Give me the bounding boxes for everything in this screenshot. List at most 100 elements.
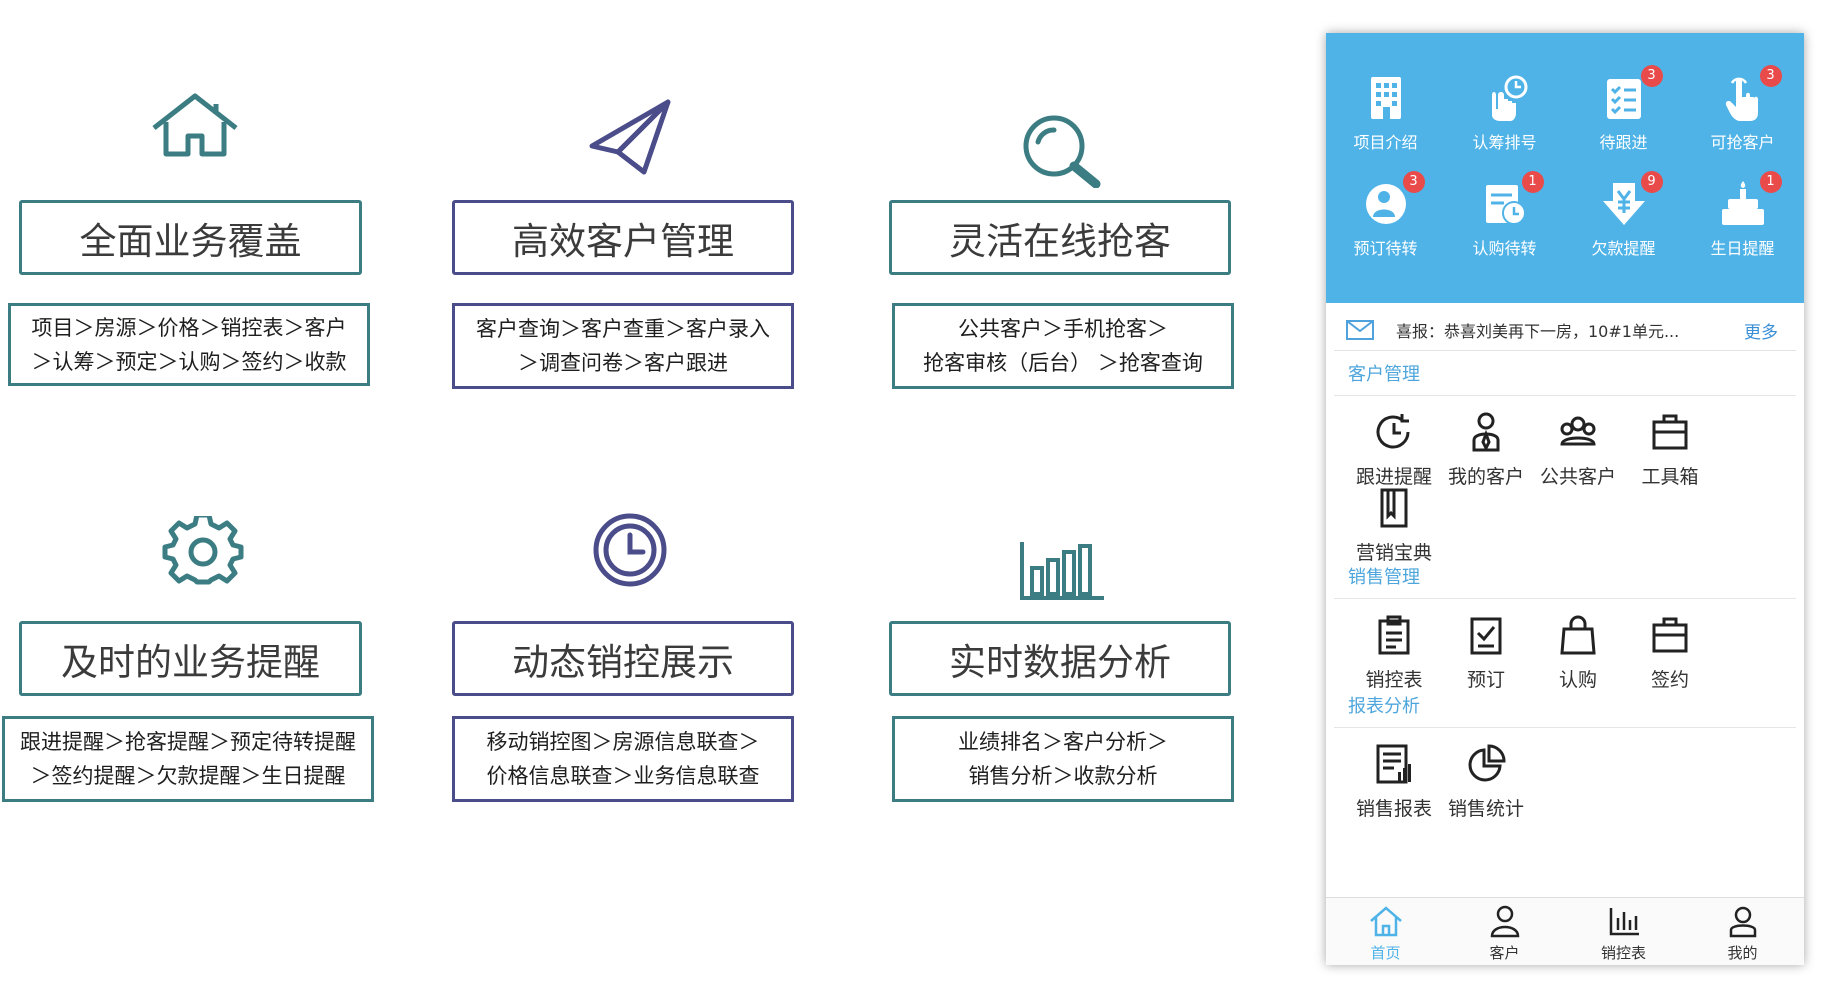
desc-line: 销售分析＞收款分析 (968, 764, 1158, 788)
gear-icon (162, 516, 244, 585)
menu-item-label: 销控表 (1365, 669, 1423, 691)
user-nav-icon (1490, 905, 1519, 938)
feature-desc-sales-control: 移动销控图＞房源信息联查＞ 价格信息联查＞业务信息联查 (452, 716, 794, 802)
desc-line: ＞认筹＞预定＞认购＞签约＞收款 (31, 349, 347, 374)
nav-sales-control[interactable]: 销控表 (1564, 904, 1683, 963)
quick-item-project-intro[interactable]: 项目介绍 (1326, 73, 1445, 153)
news-text: 喜报：恭喜刘美再下一房，10#1单元... (1396, 322, 1680, 341)
quick-item-label: 可抢客户 (1710, 133, 1775, 152)
book-icon (1380, 488, 1408, 528)
notification-badge: 3 (1759, 65, 1782, 87)
nav-label: 首页 (1370, 944, 1401, 962)
menu-item-sales-control-table[interactable]: 销控表 (1340, 613, 1448, 692)
desc-line: 业绩排名＞客户分析＞ (958, 730, 1168, 754)
phone-mockup: 项目介绍 认筹排号 3 待跟进 3 可抢客户 3 预订待转 1 认购待转 (1326, 33, 1804, 965)
toolbox-icon (1652, 414, 1688, 450)
nav-customers[interactable]: 客户 (1445, 904, 1564, 963)
chart-nav-icon (1609, 908, 1639, 936)
menu-item-toolbox[interactable]: 工具箱 (1616, 410, 1724, 489)
briefcase-icon (1652, 617, 1688, 653)
hand-clock-icon (1491, 75, 1527, 121)
paper-plane-icon (589, 99, 671, 175)
menu-item-contract[interactable]: 签约 (1616, 613, 1724, 692)
group-icon (1560, 416, 1596, 446)
menu-item-sales-report[interactable]: 销售报表 (1340, 742, 1448, 821)
quick-item-birthday-reminder[interactable]: 1 生日提醒 (1683, 171, 1802, 259)
report-icon (1376, 744, 1411, 784)
menu-item-reservation[interactable]: 预订 (1432, 613, 1540, 692)
shopping-bag-icon (1560, 615, 1596, 655)
nav-profile[interactable]: 我的 (1683, 904, 1802, 963)
notification-badge: 9 (1640, 171, 1663, 193)
menu-item-my-customers[interactable]: 我的客户 (1432, 410, 1540, 489)
divider (1334, 598, 1796, 599)
checkbox-doc-icon (1470, 617, 1502, 655)
person-icon (1472, 412, 1500, 452)
pie-chart-icon (1468, 744, 1506, 782)
quick-item-grabbable-customers[interactable]: 3 可抢客户 (1683, 65, 1802, 153)
cake-icon (1721, 181, 1764, 225)
divider (1334, 727, 1796, 728)
feature-title-sales-control: 动态销控展示 (452, 621, 794, 696)
more-link[interactable]: 更多 (1744, 322, 1778, 343)
menu-item-label: 签约 (1650, 669, 1689, 691)
clock-refresh-icon (1376, 414, 1410, 449)
feature-desc-reminder: 跟进提醒＞抢客提醒＞预定待转提醒 ＞签约提醒＞欠款提醒＞生日提醒 (2, 716, 374, 802)
quick-item-to-follow[interactable]: 3 待跟进 (1564, 65, 1683, 153)
menu-item-marketing-guide[interactable]: 营销宝典 (1340, 486, 1448, 565)
quick-item-label: 预订待转 (1353, 239, 1418, 258)
notification-badge: 1 (1759, 171, 1782, 193)
feature-desc-customer: 客户查询＞客户查重＞客户录入 ＞调查问卷＞客户跟进 (452, 303, 794, 389)
feature-title-reminder: 及时的业务提醒 (19, 621, 362, 696)
menu-item-sales-statistics[interactable]: 销售统计 (1432, 742, 1540, 821)
quick-item-label: 生日提醒 (1710, 239, 1775, 258)
clock-icon (593, 513, 667, 587)
profile-nav-icon (1729, 906, 1756, 938)
menu-item-label: 我的客户 (1447, 466, 1524, 488)
menu-item-label: 预订 (1466, 669, 1505, 691)
feature-desc-grab: 公共客户＞手机抢客＞ 抢客审核（后台） ＞抢客查询 (892, 303, 1234, 389)
bottom-nav: 首页 客户 销控表 我的 (1326, 897, 1804, 965)
doc-clock-icon (1485, 185, 1526, 225)
nav-label: 我的 (1727, 944, 1758, 962)
quick-item-reservation-pending[interactable]: 3 预订待转 (1326, 171, 1445, 259)
mail-icon (1346, 320, 1374, 340)
notification-badge: 3 (1640, 65, 1663, 87)
feature-title-grab: 灵活在线抢客 (889, 200, 1231, 275)
desc-line: ＞调查问卷＞客户跟进 (518, 351, 728, 375)
notification-badge: 3 (1402, 171, 1425, 193)
quick-item-queue-number[interactable]: 认筹排号 (1445, 73, 1564, 153)
quick-item-subscription-pending[interactable]: 1 认购待转 (1445, 171, 1564, 259)
nav-home[interactable]: 首页 (1326, 904, 1445, 963)
menu-item-follow-reminder[interactable]: 跟进提醒 (1340, 410, 1448, 489)
feature-title-coverage: 全面业务覆盖 (19, 200, 362, 275)
quick-item-label: 认购待转 (1472, 239, 1537, 258)
quick-item-arrears-reminder[interactable]: 9 欠款提醒 (1564, 171, 1683, 259)
menu-item-public-customers[interactable]: 公共客户 (1524, 410, 1632, 489)
nav-label: 销控表 (1600, 944, 1646, 962)
feature-desc-coverage: 项目＞房源＞价格＞销控表＞客户 ＞认筹＞预定＞认购＞签约＞收款 (8, 303, 370, 386)
desc-line: 公共客户＞手机抢客＞ (958, 317, 1168, 341)
phone-header: 项目介绍 认筹排号 3 待跟进 3 可抢客户 3 预订待转 1 认购待转 (1326, 33, 1804, 303)
menu-item-subscription[interactable]: 认购 (1524, 613, 1632, 692)
yen-arrow-icon (1602, 183, 1645, 225)
desc-line: ＞签约提醒＞欠款提醒＞生日提醒 (30, 764, 346, 788)
home-icon (152, 93, 238, 157)
feature-title-customer: 高效客户管理 (452, 200, 794, 275)
feature-title-analysis: 实时数据分析 (889, 621, 1231, 696)
quick-item-label: 项目介绍 (1353, 133, 1418, 152)
news-ticker[interactable]: 喜报：恭喜刘美再下一房，10#1单元... 更多 (1334, 310, 1796, 351)
section-title-customer-management: 客户管理 (1348, 364, 1420, 385)
section-title-sales-management: 销售管理 (1348, 567, 1420, 588)
desc-line: 价格信息联查＞业务信息联查 (486, 764, 760, 788)
feature-desc-analysis: 业绩排名＞客户分析＞ 销售分析＞收款分析 (892, 716, 1234, 802)
clipboard-icon (1378, 615, 1410, 655)
checklist-icon (1606, 79, 1641, 119)
magnifier-icon (1023, 115, 1101, 188)
menu-item-label: 跟进提醒 (1355, 466, 1432, 488)
menu-item-label: 公共客户 (1539, 466, 1616, 488)
user-refresh-icon (1365, 184, 1406, 224)
phone-content: 喜报：恭喜刘美再下一房，10#1单元... 更多 客户管理 跟进提醒 我的客户 … (1334, 310, 1796, 898)
quick-item-label: 认筹排号 (1472, 133, 1537, 152)
home-nav-icon (1369, 906, 1402, 937)
